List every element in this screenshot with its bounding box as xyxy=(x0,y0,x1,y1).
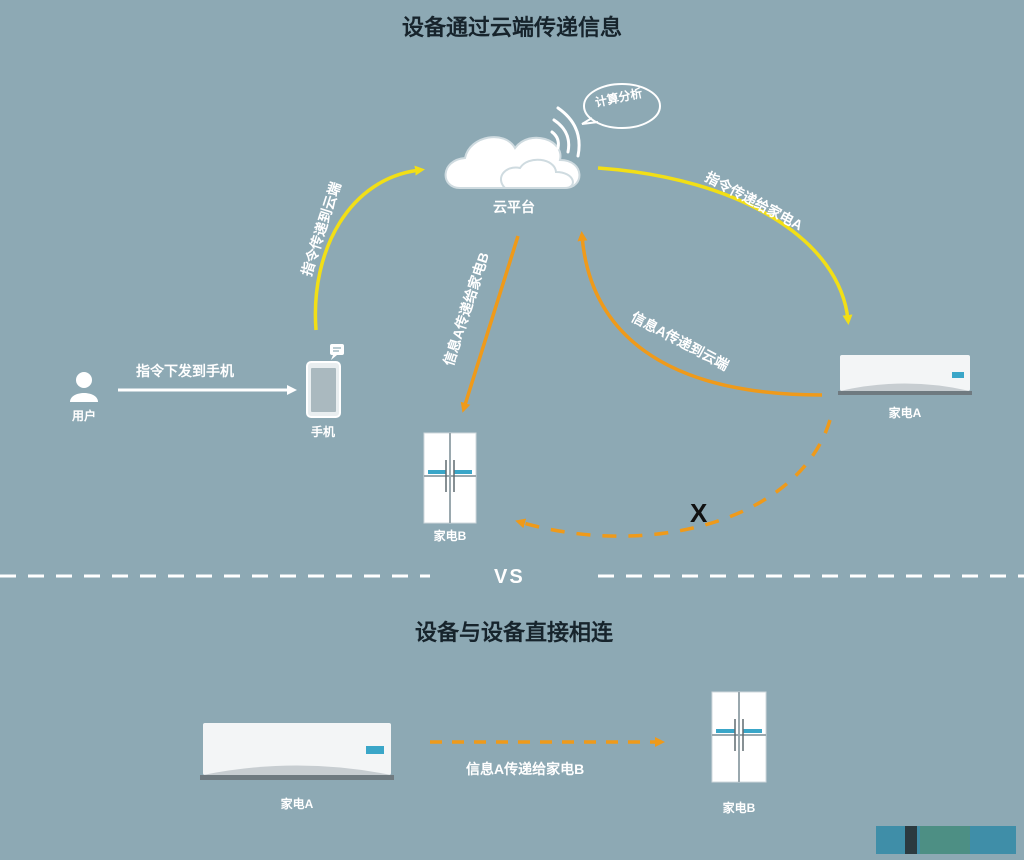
phone-label: 手机 xyxy=(310,425,336,439)
vs-label: VS xyxy=(494,566,525,588)
bottom-title: 设备与设备直接相连 xyxy=(414,621,614,646)
phone-icon xyxy=(306,344,344,418)
arrow-appliance-a-to-cloud xyxy=(577,231,823,397)
label-direct-a-to-b: 信息A传递给家电B xyxy=(466,761,585,777)
arrow-blocked-direct xyxy=(515,419,832,538)
user-icon xyxy=(70,372,98,402)
speech-bubble xyxy=(581,83,661,129)
air-conditioner-icon xyxy=(200,723,394,780)
cloud-label: 云平台 xyxy=(493,199,535,215)
arrow-cloud-to-appliance-b xyxy=(460,235,520,413)
air-conditioner-icon xyxy=(838,355,972,395)
label-user-to-phone: 指令下发到手机 xyxy=(136,363,234,379)
cloud-icon xyxy=(444,136,581,189)
appliance-a-label: 家电A xyxy=(888,406,922,420)
refrigerator-icon xyxy=(711,691,767,783)
top-title: 设备通过云端传递信息 xyxy=(401,16,623,41)
user-label: 用户 xyxy=(71,409,97,423)
arrow-phone-to-cloud xyxy=(313,165,425,331)
bottom-appliance-a-label: 家电A xyxy=(280,797,314,811)
bottom-appliance-b-label: 家电B xyxy=(722,801,756,815)
arrow-cloud-to-appliance-a xyxy=(597,166,853,325)
blocked-x-mark: X xyxy=(690,498,708,528)
appliance-b-label: 家电B xyxy=(433,529,467,543)
corner-logo xyxy=(876,826,1016,854)
signal-waves-icon xyxy=(550,106,581,158)
refrigerator-icon xyxy=(423,432,477,524)
